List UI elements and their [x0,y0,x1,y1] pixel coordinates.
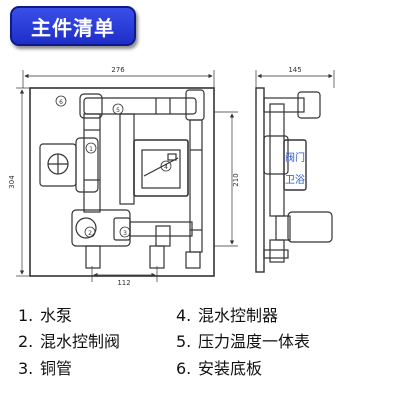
side-plate [255,87,265,273]
bottom-pipe [129,221,193,237]
legend-item-2: 2.混水控制阀 [18,332,121,351]
side-top-valve [297,91,321,119]
side-vertical-pipe [269,103,285,217]
top-right-valve [185,89,205,121]
side-view-text: 145 阀门 卫浴 [285,66,305,186]
marker-6 [55,95,67,107]
title-text: 主件清单 [31,15,115,40]
legend-item-3: 3.铜管 [18,359,73,378]
dim-height: 304 [8,175,16,189]
legend-item-6: 6.安装底板 [176,359,263,378]
bottom-stub-far [185,251,201,269]
dim-pipe-height: 210 [232,173,240,186]
side-view [255,70,335,273]
side-bottom-stub [269,239,285,263]
marker-label-5: 5 [116,107,120,114]
mixing-controller [133,139,189,197]
left-vertical-pipe [83,113,101,213]
pump-head [75,137,99,193]
marker-label-1: 1 [89,146,93,153]
top-pipe [83,97,197,115]
valve-knob [75,217,97,239]
marker-1 [85,142,97,154]
bottom-stub-right [149,245,165,269]
marker-label-2: 2 [88,230,92,237]
legend-item-1: 1.水泵 [18,306,73,325]
side-pump [263,135,289,175]
side-controller [283,139,307,191]
legend-item-4: 4.混水控制器 [176,306,279,325]
dim-pipe-width: 112 [117,279,130,287]
marker-4 [160,160,172,172]
watermark-line-2: 卫浴 [285,174,305,186]
controller-window [141,149,181,189]
middle-pipe [119,113,135,205]
marker-label-6: 6 [59,99,63,106]
top-elbow [79,93,103,119]
dim-depth: 145 [288,66,301,74]
marker-3 [119,226,131,238]
watermark-line-1: 阀门 [285,151,305,164]
marker-5 [112,103,124,115]
front-view [16,70,238,282]
dim-width: 276 [111,66,125,74]
front-view-text: 276 304 210 112 6 5 1 4 2 3 [8,66,240,287]
marker-label-3: 3 [123,230,127,237]
title-badge: 主件清单 [10,6,136,46]
side-mixing-valve [287,211,333,243]
marker-label-4: 4 [164,164,168,171]
legend-item-5: 5.压力温度一体表 [176,332,311,351]
bottom-stub-left [85,245,101,269]
mixing-valve [71,209,131,247]
marker-2 [84,226,96,238]
